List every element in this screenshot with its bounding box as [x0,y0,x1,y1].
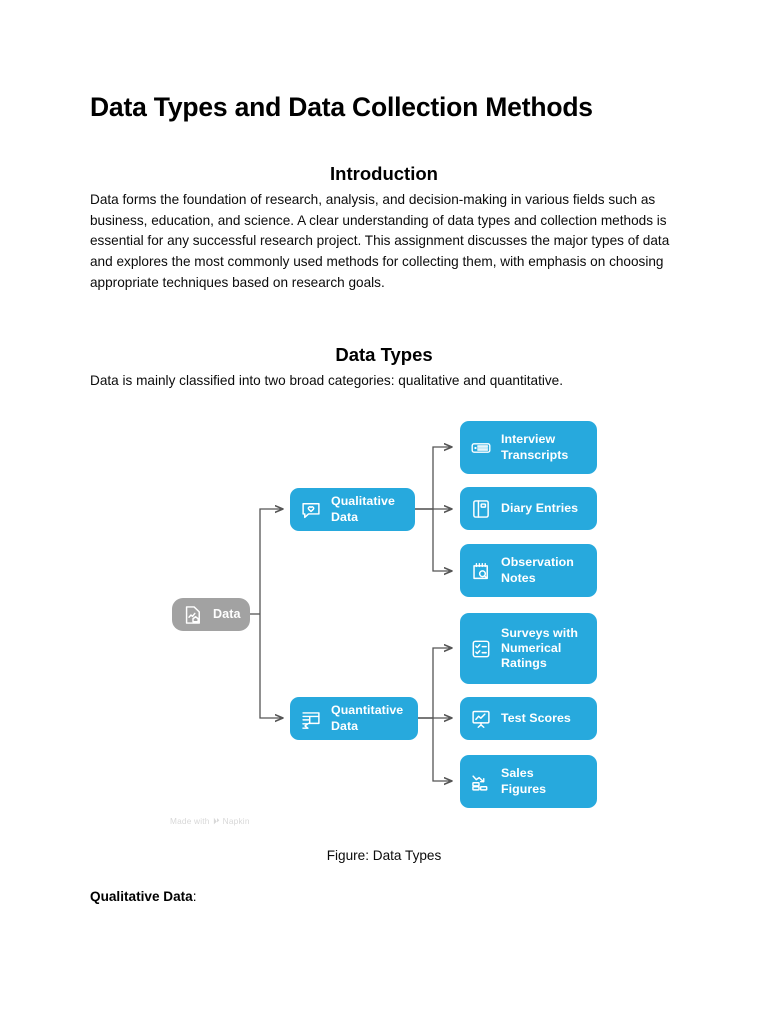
diagram-node-observation-notes[interactable]: Observation Notes [460,544,597,597]
diagram-node-label: Surveys with Numerical Ratings [501,625,579,671]
bar-chart-arrow-icon [470,771,492,793]
notepad-search-icon [470,560,492,582]
presentation-chart-icon [470,708,492,730]
diagram-node-test-scores[interactable]: Test Scores [460,697,597,740]
document-chart-home-icon [182,604,204,626]
diagram-node-label: Data [213,606,241,621]
diagram-node-data-root[interactable]: Data [172,598,250,631]
diagram-node-quantitative-data[interactable]: Quantitative Data [290,697,418,740]
diagram-node-label: Qualitative Data [331,494,395,524]
diagram-node-diary-entries[interactable]: Diary Entries [460,487,597,530]
subsection-qualitative-data: Qualitative Data: [90,889,197,904]
diagram-node-label: Observation Notes [501,555,574,585]
live-badge-icon [470,437,492,459]
watermark-brand: Napkin [222,816,250,826]
subsection-label-colon: : [192,889,197,904]
diagram-node-label: Diary Entries [501,500,579,515]
diagram-connectors [250,410,620,830]
napkin-watermark: Made with Napkin [170,816,250,826]
figure-data-types-diagram: Data Qualitative Data Quantitative Da [150,410,620,830]
checklist-icon [470,638,492,660]
heading-introduction: Introduction [330,163,438,184]
diagram-node-label: Quantitative Data [331,703,404,733]
diagram-node-sales-figures[interactable]: Sales Figures [460,755,597,808]
table-sigma-icon [300,708,322,730]
book-icon [470,498,492,520]
diagram-node-label: Interview Transcripts [501,432,569,462]
heading-data-types: Data Types [335,344,433,365]
watermark-text: Made with [170,816,210,826]
subsection-label-text: Qualitative Data [90,889,193,904]
diagram-node-label: Sales Figures [501,766,547,796]
speech-bubble-heart-icon [300,499,322,521]
diagram-node-interview-transcripts[interactable]: Interview Transcripts [460,421,597,474]
figure-caption: Figure: Data Types [326,848,442,863]
paragraph-data-types: Data is mainly classified into two broad… [90,373,564,388]
paragraph-introduction: Data forms the foundation of research, a… [90,192,670,290]
page-title: Data Types and Data Collection Methods [90,92,593,122]
diagram-node-qualitative-data[interactable]: Qualitative Data [290,488,415,531]
napkin-logo-icon [213,817,219,825]
diagram-node-label: Test Scores [501,710,571,725]
diagram-node-surveys-numerical-ratings[interactable]: Surveys with Numerical Ratings [460,613,597,684]
